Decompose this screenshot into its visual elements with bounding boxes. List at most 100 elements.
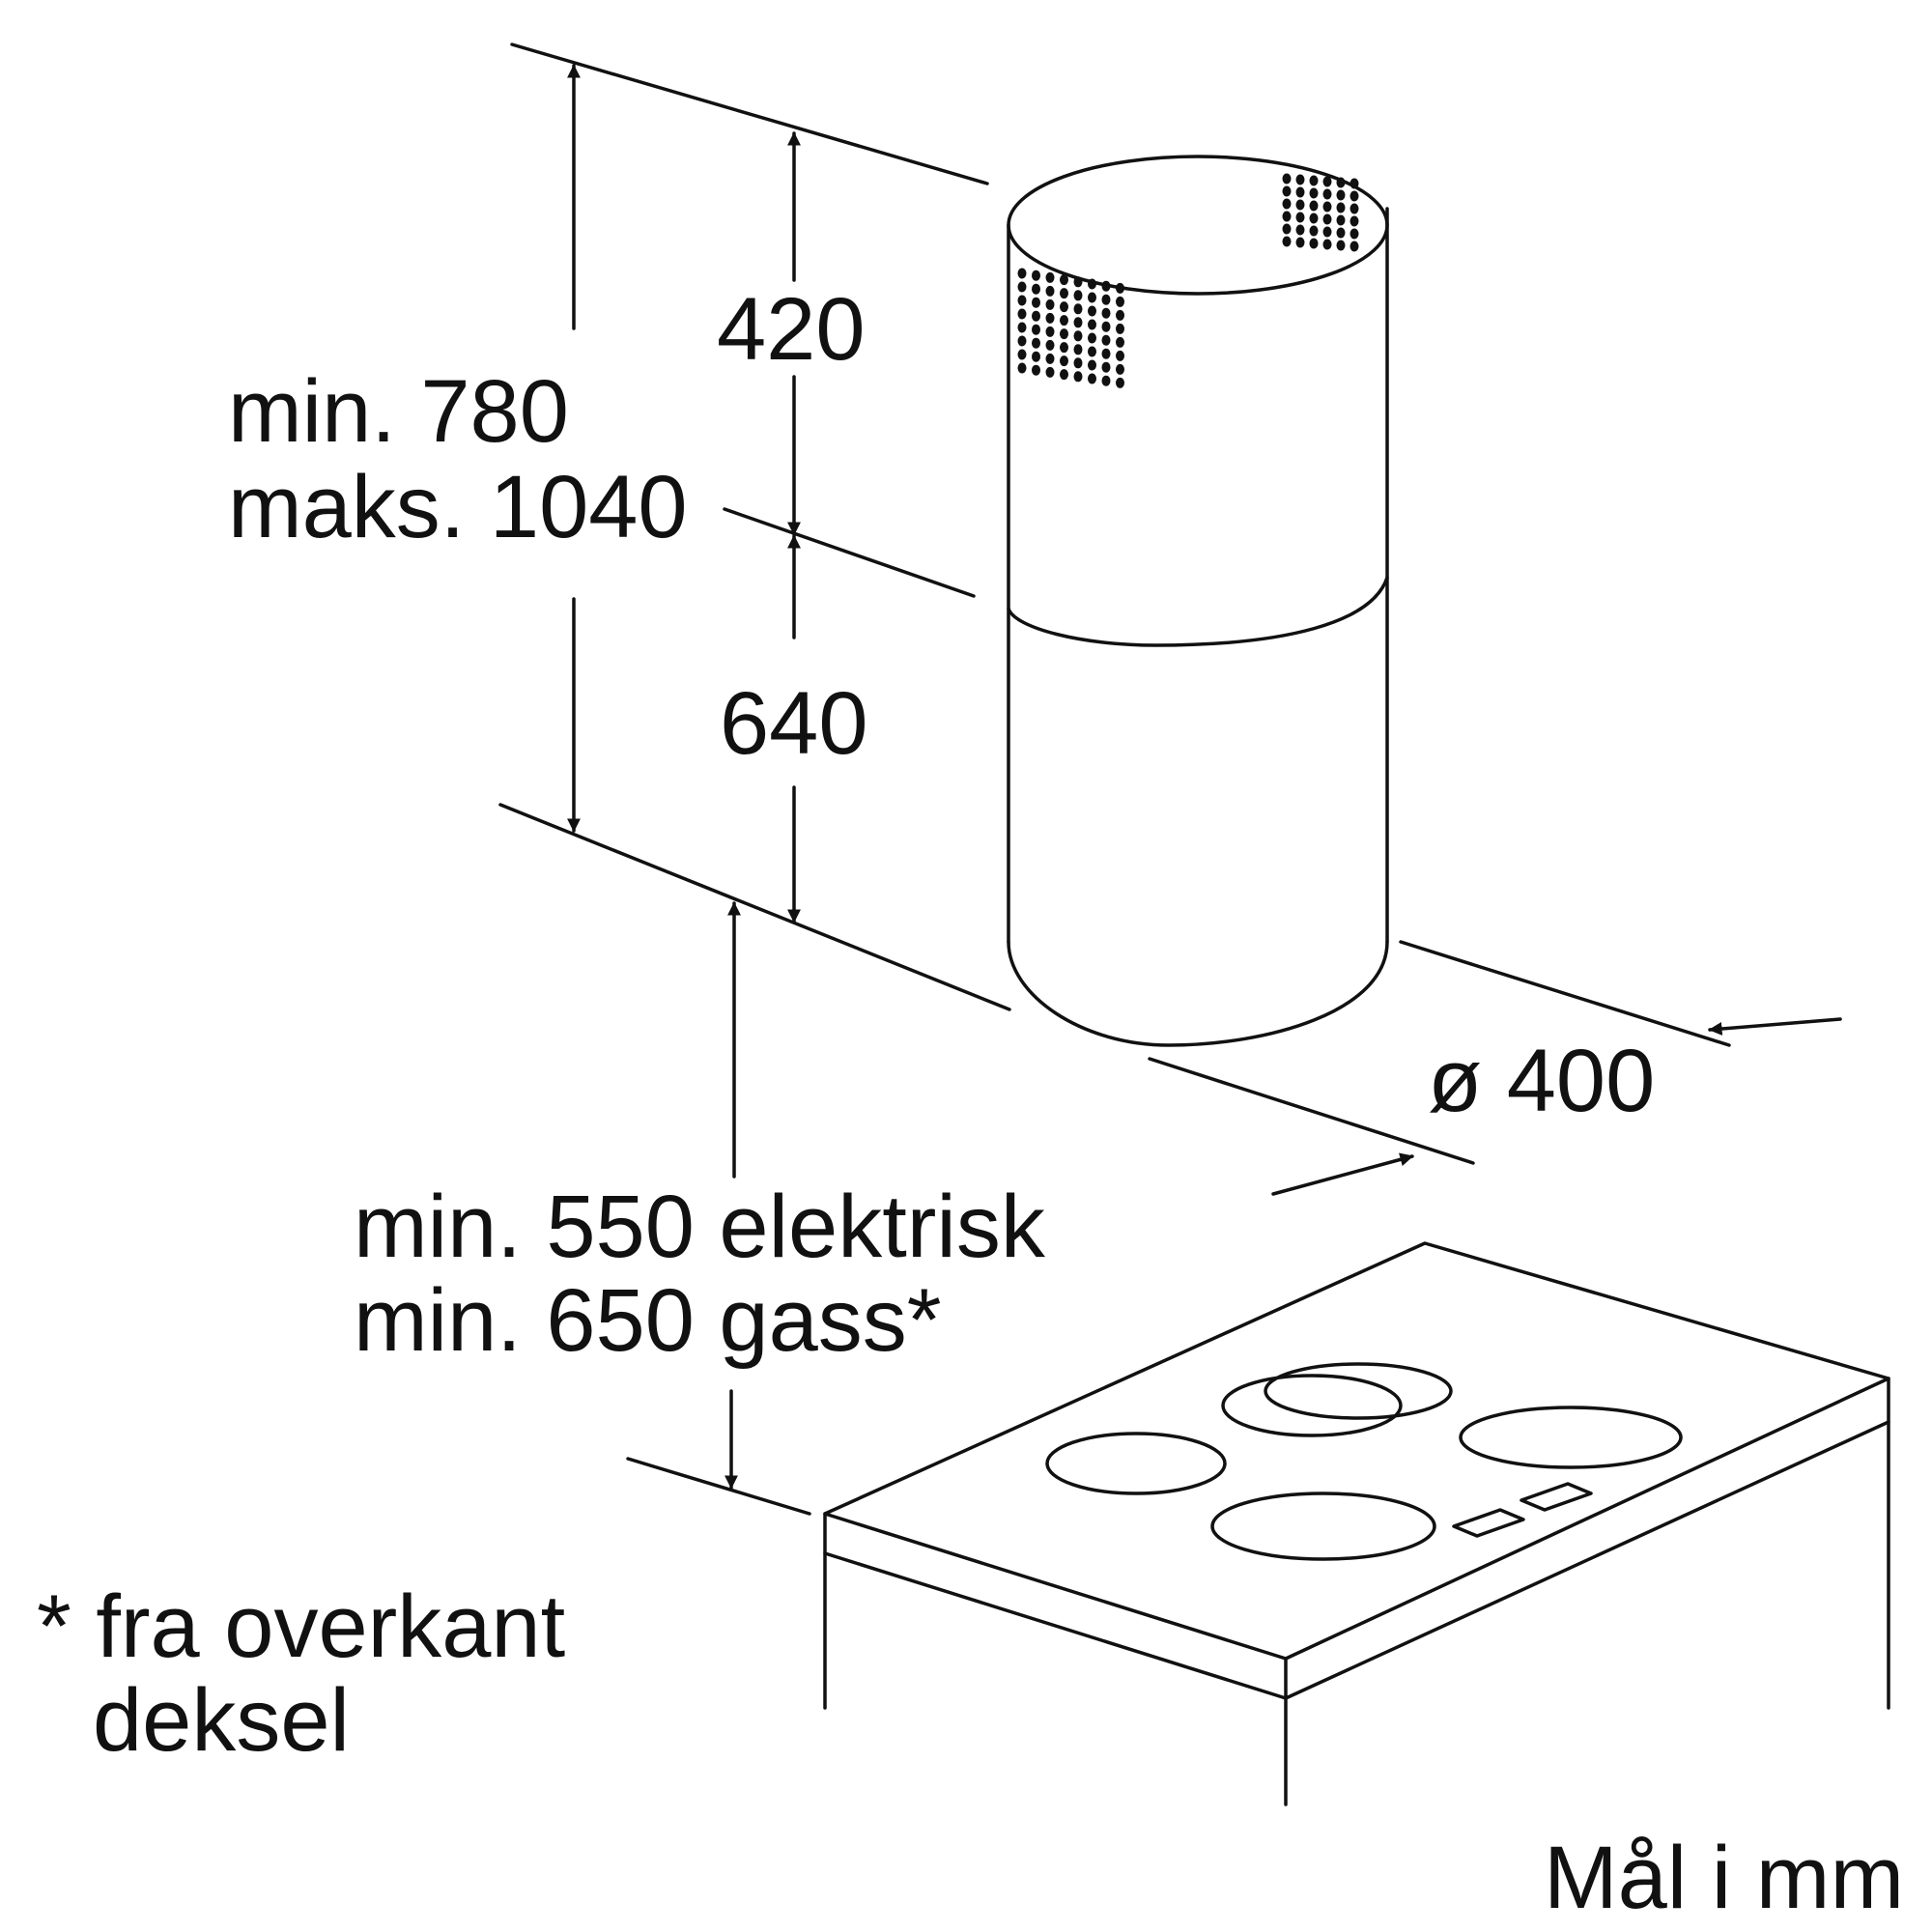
vent-hole [1060,369,1068,381]
vent-hole [1045,271,1055,283]
vent-hole [1101,334,1111,346]
vent-hole [1088,292,1096,303]
vent-hole [1116,282,1124,294]
dim-640-label: 640 [720,674,868,773]
burner-back-center [1221,1374,1403,1437]
cooktop-surface [823,1241,1890,1661]
vent-hole [1017,349,1027,360]
vent-hole [1101,375,1111,386]
vent-hole [1350,203,1359,214]
vent-hole [1282,185,1292,197]
vent-hole [1101,280,1111,292]
vent-hole [1073,371,1083,383]
vent-hole [1350,190,1359,202]
vent-hole [1116,363,1124,375]
vent-hole [1060,315,1068,327]
vent-hole [1073,330,1083,342]
vent-hole [1322,226,1332,238]
dim-420-label: 420 [717,280,866,379]
vent-hole [1116,296,1124,307]
vent-hole [1295,186,1305,198]
vent-hole [1336,227,1346,239]
vent-hole [1350,228,1359,240]
vent-hole [1350,215,1359,227]
vent-hole [1073,276,1083,288]
diameter-arrow-left [1271,1152,1414,1196]
vent-hole [1101,348,1111,359]
vent-hole [1116,336,1124,348]
vent-hole [1322,176,1332,187]
vent-hole [1336,189,1346,201]
vent-grid-right [1282,173,1359,252]
vent-hole [1088,359,1096,371]
footnote-line-2: deksel [93,1671,350,1770]
vent-hole [1322,188,1332,200]
vent-hole [1336,202,1346,213]
hood-bottom-curve [1007,940,1389,1047]
cooker-hood [1007,155,1389,1047]
vent-hole [1116,323,1124,334]
vent-hole [1032,337,1040,349]
vent-hole [1017,335,1027,347]
vent-hole [1088,305,1096,317]
diameter-ext-left [1148,1057,1475,1165]
vent-grid-left [1017,268,1124,388]
vent-hole [1045,312,1055,324]
diameter-arrow-right [1708,1017,1842,1036]
vent-hole [1073,303,1083,315]
vent-hole [1309,200,1319,212]
vent-hole [1336,177,1346,188]
vent-hole [1045,366,1055,378]
vent-hole [1336,214,1346,226]
hob-top-line [626,1457,811,1516]
vent-hole [1060,355,1068,367]
vent-hole [1073,357,1083,369]
cooktop-cabinet [823,1241,1890,1806]
vent-hole [1045,298,1055,310]
vent-hole [1088,332,1096,344]
vent-hole [1060,301,1068,313]
vent-hole [1045,339,1055,351]
vent-hole [1282,236,1292,247]
vent-hole [1045,353,1055,364]
vent-hole [1282,173,1292,185]
vent-hole [1032,310,1040,322]
ceiling-line [510,43,989,185]
vent-hole [1017,362,1027,374]
vent-hole [1350,178,1359,189]
control-pad-2 [1520,1482,1593,1512]
vent-hole [1295,199,1305,211]
vent-hole [1017,308,1027,320]
vent-hole [1032,351,1040,362]
vent-hole [1101,307,1111,319]
vent-hole [1101,361,1111,373]
vent-hole [1116,309,1124,321]
total-max-label: maks. 1040 [228,458,688,556]
vent-hole [1032,270,1040,281]
hood-top-ellipse [1007,155,1389,296]
vent-hole [1017,268,1027,279]
vent-hole [1101,294,1111,305]
hood-vent-holes [1017,173,1359,388]
vent-hole [1322,201,1332,213]
vent-hole [1032,364,1040,376]
vent-hole [1017,281,1027,293]
vent-hole [1088,373,1096,384]
vent-hole [1032,297,1040,308]
vent-hole [1032,283,1040,295]
cooktop-front-edge [823,1512,1288,1700]
vent-hole [1032,324,1040,335]
vent-hole [1350,241,1359,252]
vent-hole [1282,211,1292,222]
hood-bottom-line [498,803,1011,1011]
vent-hole [1322,239,1332,250]
vent-hole [1088,319,1096,330]
vent-hole [1060,328,1068,340]
control-pad-1 [1452,1508,1525,1538]
vent-hole [1336,240,1346,251]
vent-hole [1282,198,1292,210]
vent-hole [1322,213,1332,225]
vent-hole [1101,321,1111,332]
clearance-gas-label: min. 650 gass* [354,1271,942,1370]
